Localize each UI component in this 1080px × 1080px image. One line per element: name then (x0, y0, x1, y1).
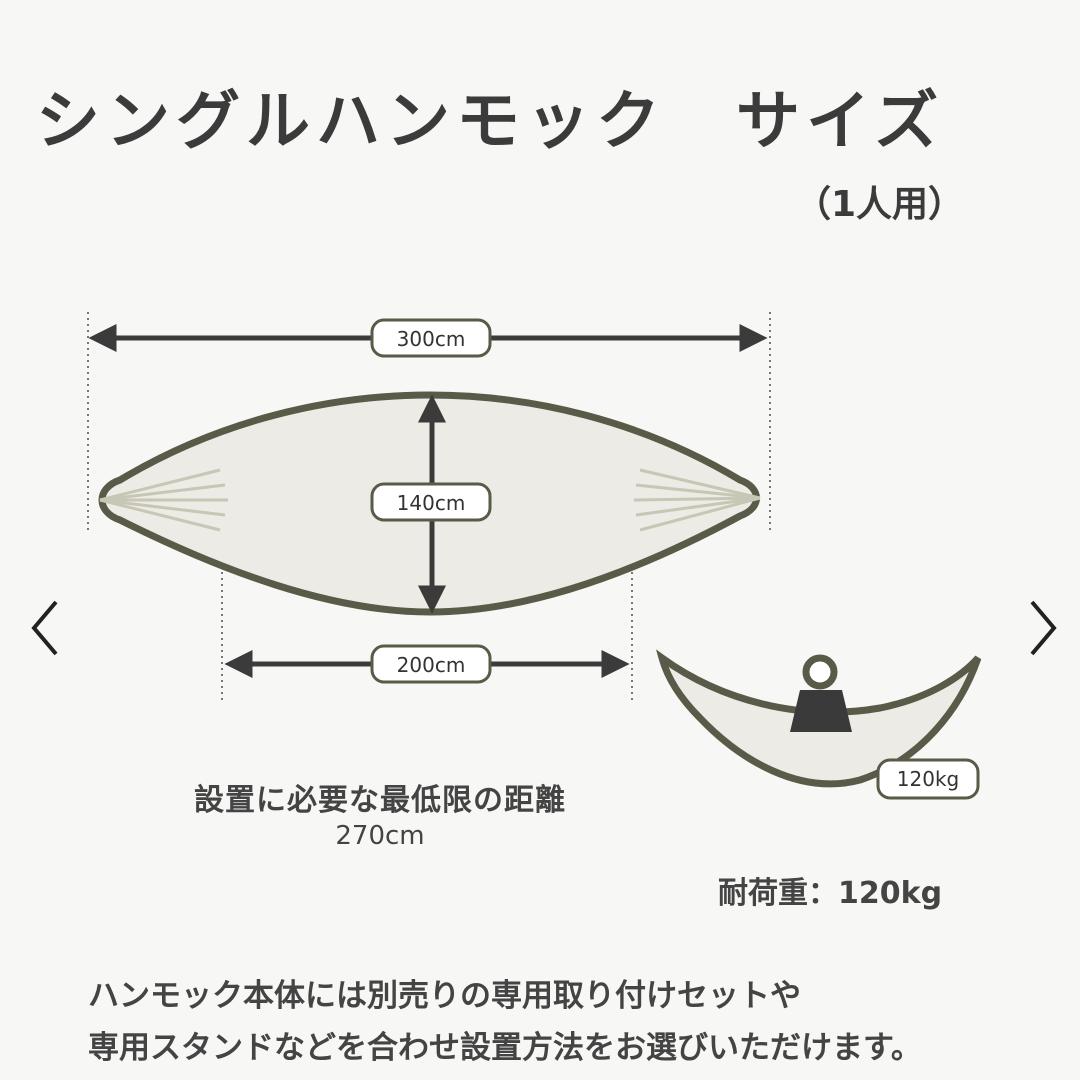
next-button[interactable] (1018, 588, 1068, 668)
total-length-label: 300cm (397, 327, 466, 351)
guide-lines (87, 312, 771, 700)
chevron-left-icon (31, 600, 58, 656)
hammock-side-view (656, 649, 982, 788)
load-capacity: 耐荷重：120kg (718, 868, 942, 912)
load-badge (876, 758, 980, 800)
min-distance-label: 設置に必要な最低限の距離 (194, 783, 566, 818)
min-distance-block: 設置に必要な最低限の距離 270cm (140, 775, 620, 851)
total-length-badge (370, 318, 492, 358)
load-capacity-value: 120kg (838, 876, 943, 911)
chevron-right-icon (1030, 600, 1057, 656)
prev-button[interactable] (20, 588, 70, 668)
width-label: 140cm (397, 491, 466, 515)
body-length-badge (370, 644, 492, 684)
width-badge (370, 482, 492, 522)
note-line-1: ハンモック本体には別売りの専用取り付けセットや (88, 978, 801, 1014)
installation-note: ハンモック本体には別売りの専用取り付けセットや 専用スタンドなどを合わせ設置方法… (88, 970, 1068, 1074)
page-subtitle: （1人用） (795, 184, 965, 225)
body-length-label: 200cm (397, 653, 466, 677)
load-label: 120kg (897, 767, 959, 791)
min-distance-value: 270cm (335, 821, 425, 851)
page-title: シングルハンモック サイズ (36, 85, 945, 159)
load-capacity-label: 耐荷重： (718, 876, 838, 911)
note-line-2: 専用スタンドなどを合わせ設置方法をお選びいただけます。 (88, 1030, 922, 1066)
